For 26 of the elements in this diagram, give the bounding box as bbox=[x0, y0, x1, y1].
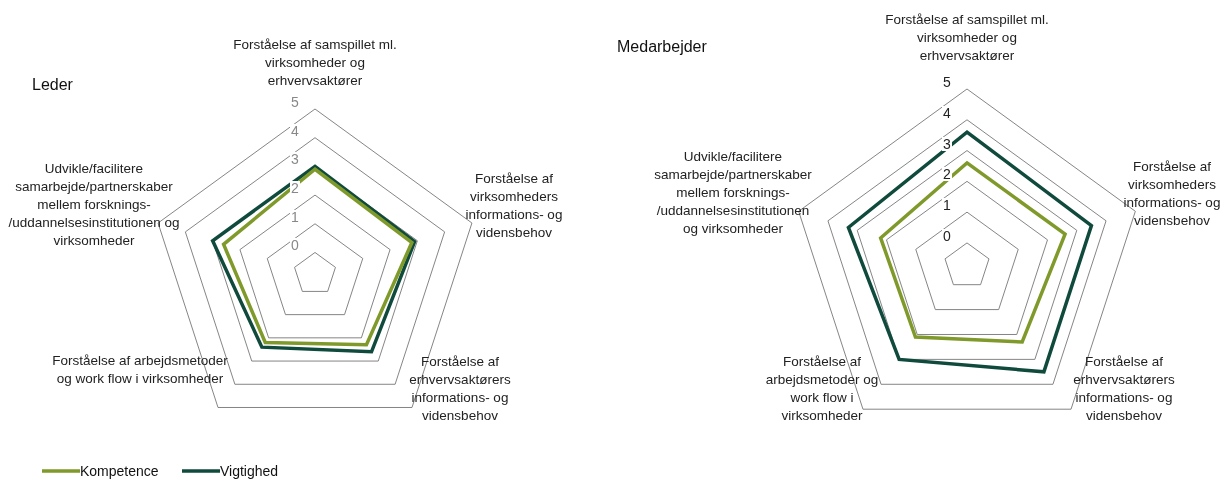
axis-label: Forståelse af virksomheders informations- og vidensbehov bbox=[1122, 158, 1222, 230]
axis-label: Forståelse af erhvervsaktørers informations- og vidensbehov bbox=[408, 353, 512, 425]
chart-title: Medarbejder bbox=[617, 38, 707, 56]
axis-label: Udvikle/facilitere samarbejde/partnerskaber mellem forsknings- /uddannelsesinstitutionen og virksomheder bbox=[653, 148, 813, 238]
axis-label: Forståelse af arbejdsmetoder og work flow i virksomheder bbox=[764, 353, 880, 425]
tick-label: 0 bbox=[290, 238, 300, 253]
tick-label: 5 bbox=[290, 95, 300, 109]
axis-label: Forståelse af arbejdsmetoder og work flow i virksomheder bbox=[51, 352, 229, 388]
tick-label: 2 bbox=[942, 167, 952, 182]
tick-label: 1 bbox=[942, 198, 952, 213]
axis-label: Udvikle/facilitere samarbejde/partnerskaber mellem forsknings- /uddannelsesinstitutionen og virksomheder bbox=[7, 160, 181, 250]
axis-label: Forståelse af samspillet ml. virksomheder og erhvervsaktører bbox=[232, 36, 398, 90]
axis-label: Forståelse af virksomheders informations- og vidensbehov bbox=[464, 170, 564, 242]
legend-label: Kompetence bbox=[80, 463, 159, 479]
tick-label: 5 bbox=[942, 75, 952, 89]
tick-label: 0 bbox=[942, 228, 952, 243]
axis-label: Forståelse af samspillet ml. virksomheder og erhvervsaktører bbox=[884, 11, 1050, 65]
tick-label: 4 bbox=[290, 123, 300, 138]
legend-label: Vigtighed bbox=[220, 463, 279, 479]
tick-label: 2 bbox=[290, 181, 300, 196]
tick-label: 4 bbox=[942, 105, 952, 120]
chart-title: Leder bbox=[32, 76, 73, 94]
tick-label: 3 bbox=[942, 136, 952, 151]
axis-label: Forståelse af erhvervsaktørers informations- og vidensbehov bbox=[1072, 353, 1176, 425]
tick-label: 3 bbox=[290, 152, 300, 167]
tick-label: 1 bbox=[290, 209, 300, 224]
